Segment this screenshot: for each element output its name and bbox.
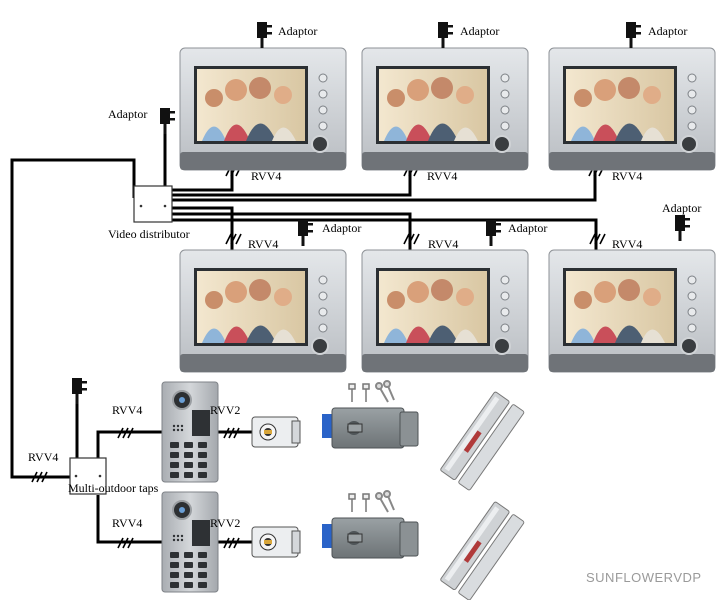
indoor-monitor-top-3 bbox=[548, 47, 716, 171]
label-video-distributor: Video distributor bbox=[108, 227, 190, 241]
label-rvv4: RVV4 bbox=[248, 237, 278, 251]
indoor-monitor-bottom-1 bbox=[179, 249, 347, 373]
label-multi-outdoor-taps: Multi-outdoor taps bbox=[68, 481, 159, 495]
label-adaptor: Adaptor bbox=[460, 24, 499, 38]
label-rvv4: RVV4 bbox=[28, 450, 58, 464]
adaptor-plug-icon bbox=[70, 376, 89, 406]
door-station-panel-2 bbox=[161, 491, 219, 593]
watermark: SUNFLOWERVDP bbox=[586, 570, 702, 585]
electric-lock-1 bbox=[251, 416, 301, 448]
indoor-monitor-top-1 bbox=[179, 47, 347, 171]
cable-ticks bbox=[223, 427, 240, 439]
wire-bottom-2 bbox=[172, 212, 412, 252]
adaptor-plug-icon bbox=[436, 20, 455, 50]
indoor-monitor-top-2 bbox=[361, 47, 529, 171]
adaptor-plug-icon bbox=[255, 20, 274, 50]
cable-ticks bbox=[117, 537, 134, 549]
adaptor-plug-icon bbox=[484, 218, 503, 248]
label-adaptor: Adaptor bbox=[322, 221, 361, 235]
label-rvv4: RVV4 bbox=[427, 169, 457, 183]
label-rvv4: RVV4 bbox=[112, 403, 142, 417]
wire-distributor-taps bbox=[10, 158, 136, 479]
electric-rim-lock-2 bbox=[321, 490, 419, 559]
indoor-monitor-bottom-3 bbox=[548, 249, 716, 373]
wire-top-2 bbox=[172, 168, 412, 197]
cable-ticks bbox=[117, 427, 134, 439]
label-adaptor: Adaptor bbox=[662, 201, 701, 215]
wire-taps-panel-2 bbox=[96, 495, 162, 544]
electric-rim-lock-1 bbox=[321, 380, 419, 449]
wire-taps-panel-1 bbox=[96, 430, 162, 458]
cable-ticks bbox=[223, 537, 240, 549]
cable-ticks bbox=[31, 471, 48, 483]
label-adaptor: Adaptor bbox=[278, 24, 317, 38]
door-station-panel-1 bbox=[161, 381, 219, 483]
magnetic-lock-2 bbox=[439, 500, 526, 600]
wire-top-3 bbox=[172, 168, 597, 202]
adaptor-plug-icon bbox=[673, 213, 692, 243]
label-rvv2: RVV2 bbox=[210, 516, 240, 530]
label-adaptor: Adaptor bbox=[648, 24, 687, 38]
wire-top-1 bbox=[172, 168, 234, 192]
label-rvv4: RVV4 bbox=[612, 169, 642, 183]
label-adaptor: Adaptor bbox=[108, 107, 147, 121]
label-rvv2: RVV2 bbox=[210, 403, 240, 417]
label-adaptor: Adaptor bbox=[508, 221, 547, 235]
label-rvv4: RVV4 bbox=[112, 516, 142, 530]
label-rvv4: RVV4 bbox=[251, 169, 281, 183]
electric-lock-2 bbox=[251, 526, 301, 558]
magnetic-lock-1 bbox=[439, 390, 526, 492]
wire-bottom-1 bbox=[172, 206, 234, 252]
indoor-monitor-bottom-2 bbox=[361, 249, 529, 373]
adaptor-plug-icon bbox=[158, 106, 177, 136]
label-rvv4: RVV4 bbox=[428, 237, 458, 251]
video-distributor-box bbox=[133, 185, 173, 223]
label-rvv4: RVV4 bbox=[612, 237, 642, 251]
adaptor-plug-icon bbox=[296, 218, 315, 248]
adaptor-plug-icon bbox=[624, 20, 643, 50]
